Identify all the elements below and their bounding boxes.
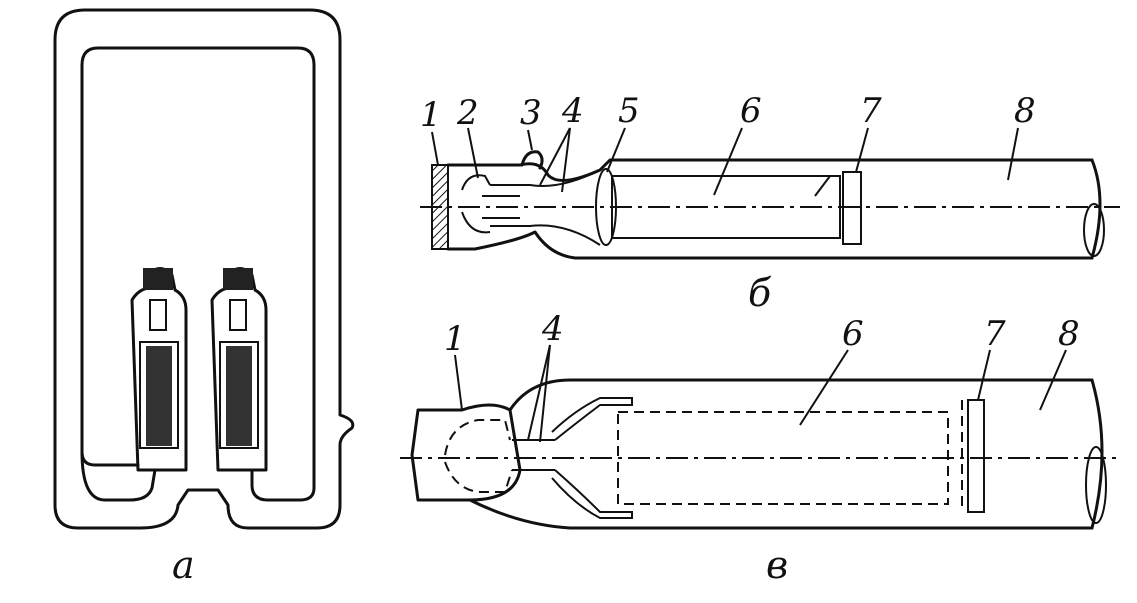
figure-c-label-6: 6: [842, 314, 864, 354]
figure-a-drawing: [53, 8, 355, 530]
figure-c-flare-bottom: [551, 469, 633, 519]
figure-c-leaders: [454, 344, 1067, 443]
figure-b-tube-end: [1090, 158, 1102, 260]
figure-b-source: [461, 174, 491, 234]
figure-b-caption: б: [748, 271, 772, 315]
figure-b-nipple: [520, 150, 544, 170]
figure-b-container-tip: [814, 175, 840, 197]
figure-b-label-7: 7: [860, 91, 882, 131]
figure-c-label-8: 8: [1058, 314, 1080, 354]
figure-c-label-1: 1: [444, 319, 466, 359]
figure-c-ring: [967, 399, 985, 513]
figure-a-left-capsule: [130, 267, 188, 472]
figure-b-ring: [842, 171, 862, 245]
figure-b-disc: [595, 168, 617, 246]
figure-c-label-7: 7: [984, 314, 1006, 354]
figure-c-container: [617, 411, 949, 505]
figure-a-inner-tube: [80, 46, 316, 502]
figure-b-label-1: 1: [420, 95, 442, 135]
figure-b-tube-cut: [1083, 203, 1105, 257]
figure-b-label-3: 3: [520, 93, 542, 133]
figure-b-drawing: 1 2 3 4 5 6 7 8: [420, 91, 1120, 260]
figure-c-caption: в: [766, 543, 788, 587]
figure-c-label-4: 4: [541, 309, 564, 349]
figure-c-flare-top: [551, 397, 633, 441]
figure-c-cap: [410, 403, 522, 502]
figure-c-tube: [468, 378, 1094, 530]
figure-b-container: [611, 175, 841, 239]
figure-a-outer-tube: [53, 8, 355, 530]
figure-c-tube-cut: [1085, 446, 1107, 524]
figure-c-drawing: 1 4 6 7 8: [400, 309, 1120, 530]
figure-a-right-capsule: [210, 267, 268, 472]
figure-b-label-4: 4: [561, 91, 584, 131]
figure-c-tube-end: [1090, 378, 1104, 530]
figure-b-cone: [490, 169, 601, 246]
figure-b-plug: [431, 164, 449, 250]
figure-c-source: [444, 419, 513, 493]
figure-a-caption: а: [172, 543, 195, 587]
figure-b-label-6: 6: [740, 91, 762, 131]
figure-b-label-8: 8: [1014, 91, 1036, 131]
figure-a-left-leg-inner: [80, 450, 157, 502]
figure-b-leaders: [431, 127, 869, 193]
figure-b-label-2: 2: [456, 93, 479, 133]
figure-b-label-5: 5: [618, 91, 640, 131]
